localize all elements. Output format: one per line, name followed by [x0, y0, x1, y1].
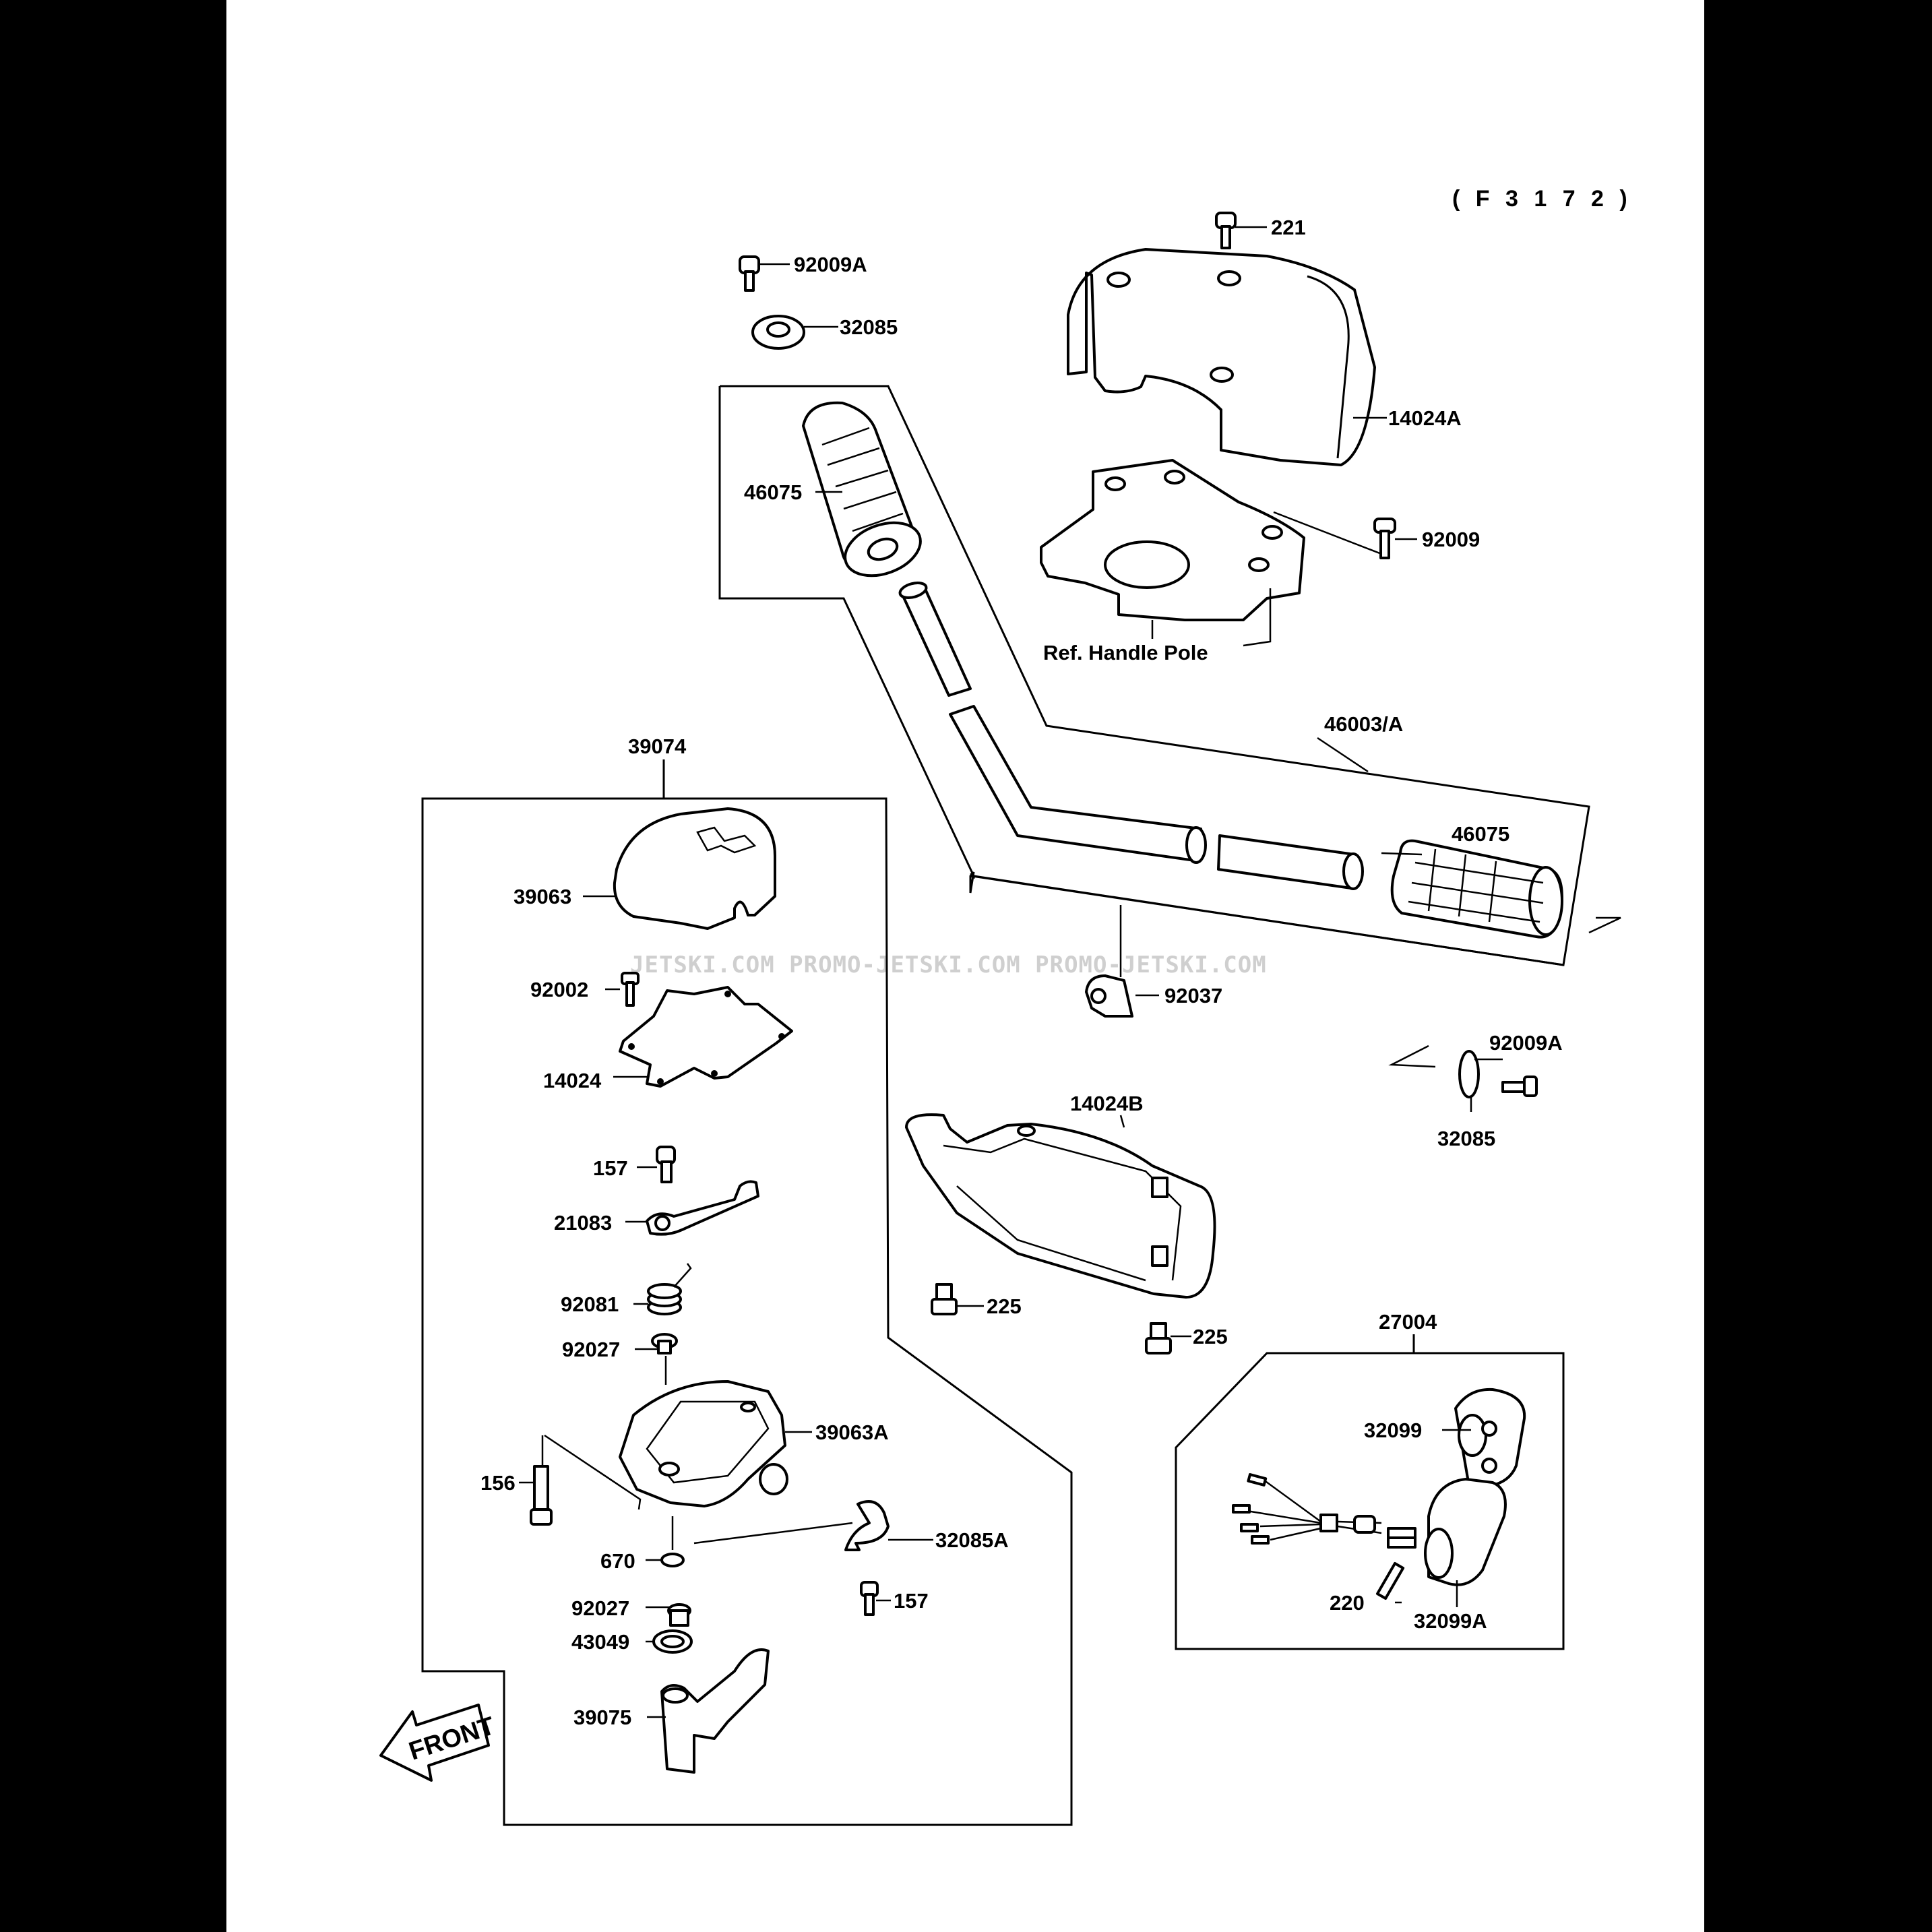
label-92027-top: 92027 [562, 1338, 620, 1361]
label-225-left: 225 [987, 1295, 1022, 1318]
bushing-92027-bottom [667, 1603, 691, 1627]
screw-92009A-top [739, 255, 760, 292]
pin-157-top [656, 1146, 676, 1183]
grip-46075-left [802, 401, 922, 578]
label-92002: 92002 [530, 978, 588, 1001]
label-43049: 43049 [571, 1630, 629, 1654]
grip-46075-right [1390, 839, 1563, 939]
switch-32099A [1424, 1478, 1507, 1586]
handle-cover-14024A [1067, 248, 1376, 466]
label-32099A: 32099A [1414, 1609, 1487, 1633]
bushing-92027-top [651, 1333, 678, 1354]
screw-92002 [621, 972, 640, 1007]
diagram-sheet [226, 0, 1704, 1932]
label-92081: 92081 [561, 1292, 619, 1316]
screw-221 [1215, 212, 1237, 249]
label-92009A-top: 92009A [794, 253, 867, 276]
throttle-cover-39063 [613, 807, 776, 930]
spring-92081 [647, 1263, 692, 1315]
label-220: 220 [1330, 1591, 1365, 1615]
leader-lines [519, 226, 1503, 1718]
throttle-case-39063A [619, 1380, 788, 1507]
cover-32085A [693, 1500, 890, 1551]
label-46075-right: 46075 [1452, 822, 1509, 846]
label-14024: 14024 [543, 1069, 602, 1092]
label-14024A: 14024A [1388, 406, 1462, 430]
front-arrow-icon: FRONT [379, 1704, 498, 1782]
pointer-left [1388, 1045, 1436, 1068]
handle-bar-tube [898, 582, 1364, 890]
label-32085-right: 32085 [1437, 1127, 1495, 1150]
gasket-14024 [619, 986, 793, 1088]
spring-43049 [652, 1629, 693, 1654]
handle-cover-14024B [905, 1113, 1216, 1299]
o-ring-670 [660, 1516, 685, 1567]
pin-157-bottom [860, 1581, 879, 1616]
label-46003A: 46003/A [1324, 712, 1403, 736]
wiring-harness [1232, 1473, 1416, 1549]
label-39063: 39063 [513, 885, 571, 908]
bolt-156 [530, 1434, 642, 1526]
clamp-92037 [1085, 905, 1133, 1018]
label-92027-bottom: 92027 [571, 1596, 629, 1620]
switch-32099 [1454, 1388, 1526, 1487]
label-157-bottom: 157 [894, 1589, 929, 1613]
reference-code: ( F 3 1 7 2 ) [1452, 186, 1632, 212]
label-27004: 27004 [1379, 1310, 1437, 1334]
screw-225-right [1145, 1322, 1172, 1354]
label-ref-handle-pole: Ref. Handle Pole [1043, 641, 1208, 664]
handlebar-box-tail [1588, 916, 1621, 934]
throttle-lever-39075 [660, 1648, 770, 1774]
washer-32085-right [1458, 1050, 1480, 1098]
label-21083: 21083 [554, 1211, 612, 1235]
label-157-top: 157 [593, 1156, 628, 1180]
label-14024B: 14024B [1070, 1092, 1144, 1115]
handlebar-box-edges [718, 386, 1564, 966]
label-39063A: 39063A [815, 1421, 889, 1444]
label-39074: 39074 [628, 735, 687, 758]
switch-assembly-outline [1175, 1352, 1565, 1650]
screw-225-left [931, 1283, 958, 1315]
screw-220 [1376, 1562, 1405, 1600]
washer-32085-top [751, 315, 805, 350]
label-32085-top: 32085 [840, 315, 898, 339]
label-39075: 39075 [573, 1706, 631, 1729]
label-92009: 92009 [1422, 528, 1480, 551]
label-156: 156 [480, 1471, 516, 1495]
label-32099: 32099 [1364, 1419, 1422, 1442]
throttle-case-outline [421, 797, 1073, 1826]
watermark: JETSKI.COM PROMO-JETSKI.COM PROMO-JETSKI… [630, 952, 1267, 978]
screw-92009 [1373, 518, 1396, 559]
label-92037: 92037 [1164, 984, 1222, 1007]
label-92009A-right: 92009A [1489, 1031, 1563, 1055]
label-221: 221 [1271, 216, 1306, 239]
label-46075-left: 46075 [744, 480, 802, 504]
label-670: 670 [600, 1549, 635, 1573]
label-32085A: 32085A [935, 1528, 1009, 1552]
screw-92009A-right [1501, 1076, 1538, 1097]
handle-pole-plate [1040, 459, 1305, 621]
lever-21083 [646, 1180, 759, 1236]
label-225-right: 225 [1193, 1325, 1228, 1348]
